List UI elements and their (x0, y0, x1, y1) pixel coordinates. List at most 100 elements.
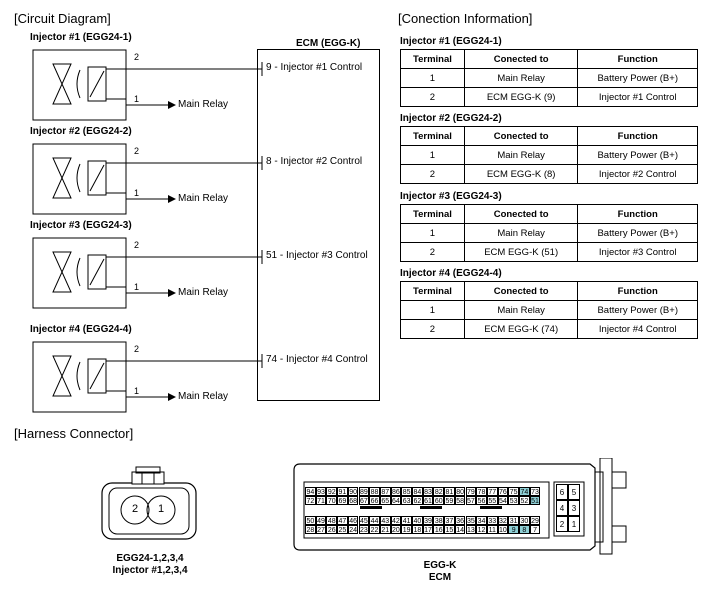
table-cell: 1 (400, 223, 465, 243)
injector-schematic (32, 143, 263, 215)
table-header-row: Terminal Conected to Function (400, 204, 698, 224)
ecm-pin: 70 (326, 496, 338, 505)
ecm-pin: 55 (486, 496, 498, 505)
pin-label: 1 (134, 94, 140, 104)
ecm-pin: 41 (401, 516, 412, 525)
ecm-pin: 53 (508, 496, 519, 505)
injector-title: Injector #3 (EGG24-3) (30, 220, 132, 231)
table-cell: Injector #2 Control (577, 164, 698, 184)
ecm-pin: 74 (519, 487, 530, 496)
ecm-pin: 56 (476, 496, 487, 505)
table-row: 2 ECM EGG-K (51) Injector #3 Control (400, 242, 698, 262)
ecm-pin: 46 (347, 516, 359, 525)
ecm-pin: 79 (465, 487, 477, 496)
ecm-pin: 29 (529, 516, 541, 525)
column-header: Function (577, 49, 698, 69)
table-cell: 2 (400, 319, 465, 339)
pin-label: 2 (134, 344, 140, 354)
ecm-pin: 34 (476, 516, 487, 525)
ecm-pin: 16 (433, 525, 445, 534)
ecm-pin: 7 (529, 525, 541, 534)
ecm-pin-label: 51 - Injector #3 Control (266, 250, 368, 261)
harness-connector-heading: [Harness Connector] (14, 426, 134, 441)
table-cell: 1 (400, 145, 465, 165)
connection-info-heading: [Conection Information] (398, 11, 533, 26)
ecm-pin: 47 (337, 516, 348, 525)
table-cell: 2 (400, 87, 465, 107)
ecm-connector-label-2: ECM (428, 572, 452, 583)
ecm-pin-label: 9 - Injector #1 Control (266, 62, 363, 73)
ecm-pin: 85 (401, 487, 412, 496)
table-cell: Injector #3 Control (577, 242, 698, 262)
table-cell: Main Relay (463, 300, 579, 320)
ecm-pin: 12 (476, 525, 487, 534)
pin-label: 2 (134, 52, 140, 62)
table-cell: ECM EGG-K (9) (463, 87, 579, 107)
table-cell: Battery Power (B+) (577, 300, 698, 320)
column-header: Terminal (400, 204, 465, 224)
ecm-pin: 24 (347, 525, 359, 534)
column-header: Terminal (400, 126, 465, 146)
ecm-pin: 11 (486, 525, 498, 534)
ecm-side-pin: 4 (556, 500, 568, 516)
ecm-connector-label: EGG-K (423, 560, 457, 571)
injector-title: Injector #4 (EGG24-4) (30, 324, 132, 335)
injector-schematic (32, 49, 263, 121)
pin-label: 2 (134, 240, 140, 250)
table-cell: Injector #1 Control (577, 87, 698, 107)
ecm-pin: 81 (444, 487, 455, 496)
ecm-pin: 75 (508, 487, 519, 496)
ecm-pin: 35 (465, 516, 477, 525)
ecm-pin: 22 (369, 525, 380, 534)
ecm-pin: 42 (390, 516, 402, 525)
pin-label: 1 (134, 188, 140, 198)
ecm-pin: 8 (519, 525, 530, 534)
injector-connector-label-2: Injector #1,2,3,4 (112, 565, 188, 576)
ecm-pin: 37 (444, 516, 455, 525)
ecm-pin: 69 (337, 496, 348, 505)
table-row: 2 ECM EGG-K (74) Injector #4 Control (400, 319, 698, 339)
table-cell: Main Relay (463, 68, 579, 88)
ecm-pin: 80 (454, 487, 466, 496)
ecm-pin: 72 (305, 496, 316, 505)
table-cell: 2 (400, 242, 465, 262)
injector-connector-pin-1: 1 (157, 503, 165, 515)
pin-label: 1 (134, 282, 140, 292)
table-title: Injector #4 (EGG24-4) (400, 268, 502, 279)
ecm-pin: 32 (497, 516, 509, 525)
column-header: Function (577, 126, 698, 146)
injector-title: Injector #1 (EGG24-1) (30, 32, 132, 43)
ecm-side-pin: 3 (568, 500, 580, 516)
main-relay-label: Main Relay (178, 287, 229, 298)
table-row: 2 ECM EGG-K (8) Injector #2 Control (400, 164, 698, 184)
connection-table: Terminal Conected to Function 1 Main Rel… (400, 126, 698, 184)
table-row: 1 Main Relay Battery Power (B+) (400, 223, 698, 243)
pin-label: 1 (134, 386, 140, 396)
table-cell: 1 (400, 68, 465, 88)
injector-title: Injector #2 (EGG24-2) (30, 126, 132, 137)
ecm-pin: 44 (369, 516, 380, 525)
ecm-title: ECM (EGG-K) (296, 38, 361, 49)
ecm-pin: 40 (412, 516, 423, 525)
ecm-pin: 10 (497, 525, 509, 534)
column-header: Terminal (400, 49, 465, 69)
ecm-pin: 28 (305, 525, 316, 534)
ecm-pin: 21 (379, 525, 391, 534)
ecm-pin: 89 (358, 487, 370, 496)
ecm-pin: 23 (358, 525, 370, 534)
ecm-side-pin: 1 (568, 516, 580, 532)
column-header: Conected to (463, 281, 579, 301)
ecm-pin: 86 (390, 487, 402, 496)
table-row: 2 ECM EGG-K (9) Injector #1 Control (400, 87, 698, 107)
ecm-pin: 71 (315, 496, 327, 505)
injector-connector-pin-2: 2 (131, 503, 139, 515)
ecm-pin: 43 (379, 516, 391, 525)
ecm-pin: 51 (529, 496, 541, 505)
ecm-pin: 49 (315, 516, 327, 525)
ecm-pin: 61 (422, 496, 434, 505)
table-title: Injector #1 (EGG24-1) (400, 36, 502, 47)
ecm-pin: 14 (454, 525, 466, 534)
ecm-pin: 82 (433, 487, 445, 496)
ecm-pin: 88 (369, 487, 380, 496)
table-cell: ECM EGG-K (8) (463, 164, 579, 184)
